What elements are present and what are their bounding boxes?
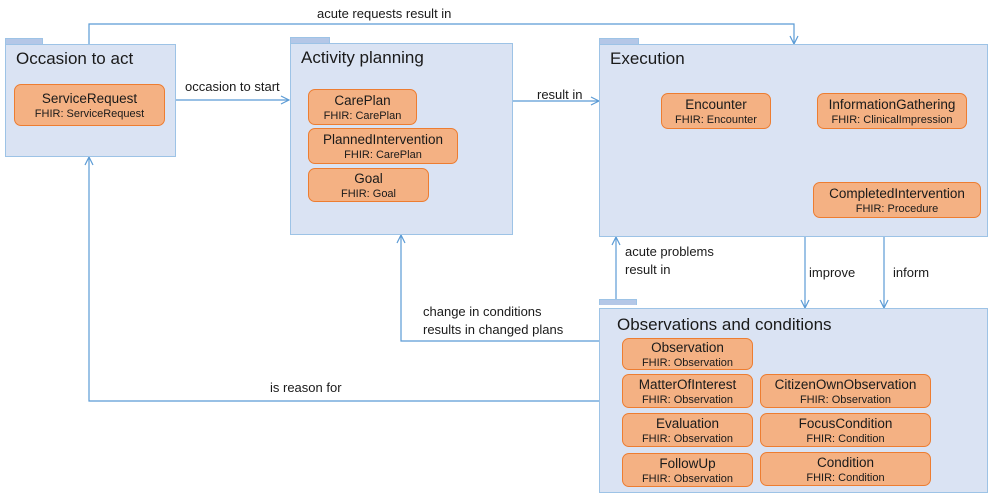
edge-label-inform: inform — [893, 265, 930, 280]
class-fhir-type: FHIR: Observation — [641, 432, 734, 445]
edge-label-results-in-changed-plans: results in changed plans — [423, 322, 564, 337]
edge-label-improve: improve — [809, 265, 856, 280]
class-fhir-type: FHIR: Observation — [641, 472, 734, 485]
package-tab — [599, 299, 637, 305]
class-fhir-type: FHIR: Condition — [806, 471, 885, 484]
class-information-gathering[interactable]: InformationGathering FHIR: ClinicalImpre… — [817, 93, 967, 129]
class-name: PlannedIntervention — [322, 131, 444, 147]
edge-change-in-conditions — [401, 235, 599, 342]
class-name: FollowUp — [659, 455, 716, 471]
class-name: ServiceRequest — [41, 90, 138, 106]
edge-acute-requests — [88, 23, 794, 44]
package-tab — [599, 38, 639, 44]
class-name: Evaluation — [655, 415, 720, 431]
edge-is-reason-for — [89, 157, 599, 402]
class-name: CompletedIntervention — [829, 185, 965, 201]
class-fhir-type: FHIR: Procedure — [855, 202, 939, 215]
package-tab — [5, 38, 43, 44]
class-careplan[interactable]: CarePlan FHIR: CarePlan — [308, 89, 417, 125]
class-fhir-type: FHIR: Goal — [340, 187, 396, 200]
class-name: Encounter — [685, 96, 747, 112]
package-tab — [290, 37, 330, 43]
class-fhir-type: FHIR: Observation — [641, 356, 734, 369]
class-name: Goal — [354, 170, 383, 186]
edge-label-occasion-to-start: occasion to start — [185, 79, 280, 94]
class-citizen-own-observation[interactable]: CitizenOwnObservation FHIR: Observation — [760, 374, 931, 408]
class-name: CitizenOwnObservation — [774, 376, 917, 392]
class-completed-intervention[interactable]: CompletedIntervention FHIR: Procedure — [813, 182, 981, 218]
class-observation[interactable]: Observation FHIR: Observation — [622, 338, 753, 370]
class-name: MatterOfInterest — [638, 376, 737, 392]
class-condition[interactable]: Condition FHIR: Condition — [760, 452, 931, 486]
class-name: CarePlan — [334, 92, 391, 108]
class-name: Observation — [651, 339, 724, 355]
class-encounter[interactable]: Encounter FHIR: Encounter — [661, 93, 771, 129]
class-follow-up[interactable]: FollowUp FHIR: Observation — [622, 453, 753, 487]
edge-label-result-in: result in — [537, 87, 583, 102]
edge-label-acute-problems-result: result in — [625, 262, 671, 277]
edge-label-is-reason-for: is reason for — [270, 380, 342, 395]
class-service-request[interactable]: ServiceRequest FHIR: ServiceRequest — [14, 84, 165, 126]
class-fhir-type: FHIR: ClinicalImpression — [831, 113, 953, 126]
class-fhir-type: FHIR: CarePlan — [344, 148, 422, 161]
class-fhir-type: FHIR: Observation — [641, 393, 734, 406]
package-title: Occasion to act — [16, 49, 134, 68]
class-matter-of-interest[interactable]: MatterOfInterest FHIR: Observation — [622, 374, 753, 408]
class-evaluation[interactable]: Evaluation FHIR: Observation — [622, 413, 753, 447]
class-fhir-type: FHIR: Encounter — [675, 113, 757, 126]
class-focus-condition[interactable]: FocusCondition FHIR: Condition — [760, 413, 931, 447]
class-name: InformationGathering — [828, 96, 956, 112]
class-fhir-type: FHIR: Condition — [806, 432, 885, 445]
package-title: Observations and conditions — [617, 315, 832, 334]
class-fhir-type: FHIR: Observation — [799, 393, 892, 406]
edge-label-acute-requests: acute requests result in — [317, 6, 452, 21]
package-title: Activity planning — [301, 48, 424, 67]
class-planned-intervention[interactable]: PlannedIntervention FHIR: CarePlan — [308, 128, 458, 164]
package-title: Execution — [610, 49, 685, 68]
class-name: Condition — [816, 454, 875, 470]
edge-label-change-in-conditions: change in conditions — [423, 304, 542, 319]
class-fhir-type: FHIR: ServiceRequest — [34, 107, 145, 120]
class-name: FocusCondition — [798, 415, 893, 431]
class-fhir-type: FHIR: CarePlan — [323, 109, 402, 122]
class-goal[interactable]: Goal FHIR: Goal — [308, 168, 429, 202]
edge-label-acute-problems: acute problems — [625, 244, 714, 259]
